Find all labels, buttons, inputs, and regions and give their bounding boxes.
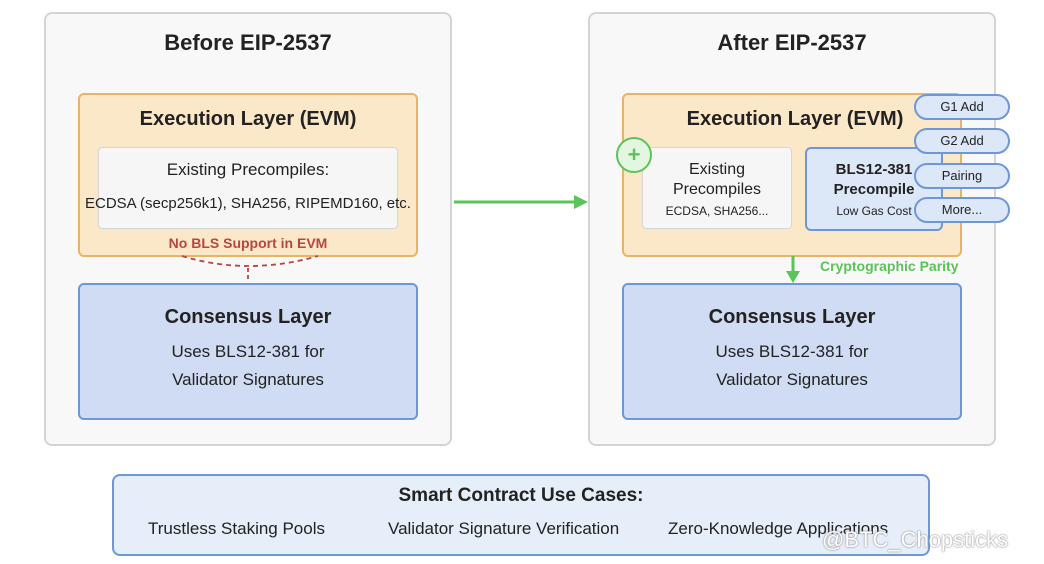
after-consensus-line2: Validator Signatures (716, 370, 868, 389)
before-precompiles-title: Existing Precompiles: (166, 160, 330, 179)
after-execution-title: Execution Layer (EVM) (686, 108, 904, 130)
before-broken-link (181, 255, 319, 282)
before-precompiles-box (98, 147, 398, 229)
use-case-item: Validator Signature Verification (388, 519, 620, 538)
after-consensus-line1: Uses BLS12-381 for (715, 342, 869, 361)
bls-precompile-line2: Precompile (833, 181, 915, 198)
op-pairing: Pairing (914, 163, 1010, 189)
before-consensus-layer (78, 283, 418, 420)
op-more: More... (914, 197, 1010, 223)
use-case-item: Trustless Staking Pools (148, 519, 325, 538)
before-precompiles-list: ECDSA (secp256k1), SHA256, RIPEMD160, et… (85, 195, 411, 212)
bls-precompile-line1: BLS12-381 (835, 161, 913, 178)
cryptographic-parity-label: Cryptographic Parity (820, 258, 959, 274)
watermark: @BTC_Chopsticks (822, 527, 1009, 552)
use-cases-box (112, 474, 930, 556)
transition-arrow (454, 195, 588, 209)
use-cases-title: Smart Contract Use Cases: (398, 485, 644, 506)
use-case-item: Zero-Knowledge Applications (668, 519, 889, 538)
bls-precompile-sub: Low Gas Cost (836, 204, 912, 218)
before-execution-title: Execution Layer (EVM) (139, 108, 357, 130)
parity-arrow (786, 256, 800, 283)
plus-icon-glyph: + (627, 142, 641, 167)
before-consensus-line2: Validator Signatures (172, 370, 324, 389)
no-bls-label: No BLS Support in EVM (168, 235, 328, 251)
after-existing-line1: Existing (688, 161, 746, 178)
op-g1-add: G1 Add (914, 94, 1010, 120)
after-existing-line2: Precompiles (672, 181, 762, 198)
before-consensus-line1: Uses BLS12-381 for (171, 342, 325, 361)
op-g2-add: G2 Add (914, 128, 1010, 154)
after-panel-title: After EIP-2537 (717, 30, 867, 55)
after-consensus-layer (622, 283, 962, 420)
before-consensus-title: Consensus Layer (164, 306, 332, 328)
after-existing-precompiles-box (642, 147, 792, 229)
after-consensus-title: Consensus Layer (708, 306, 876, 328)
plus-icon: + (616, 137, 652, 173)
after-existing-sub: ECDSA, SHA256... (665, 204, 769, 218)
before-panel-title: Before EIP-2537 (164, 30, 332, 55)
